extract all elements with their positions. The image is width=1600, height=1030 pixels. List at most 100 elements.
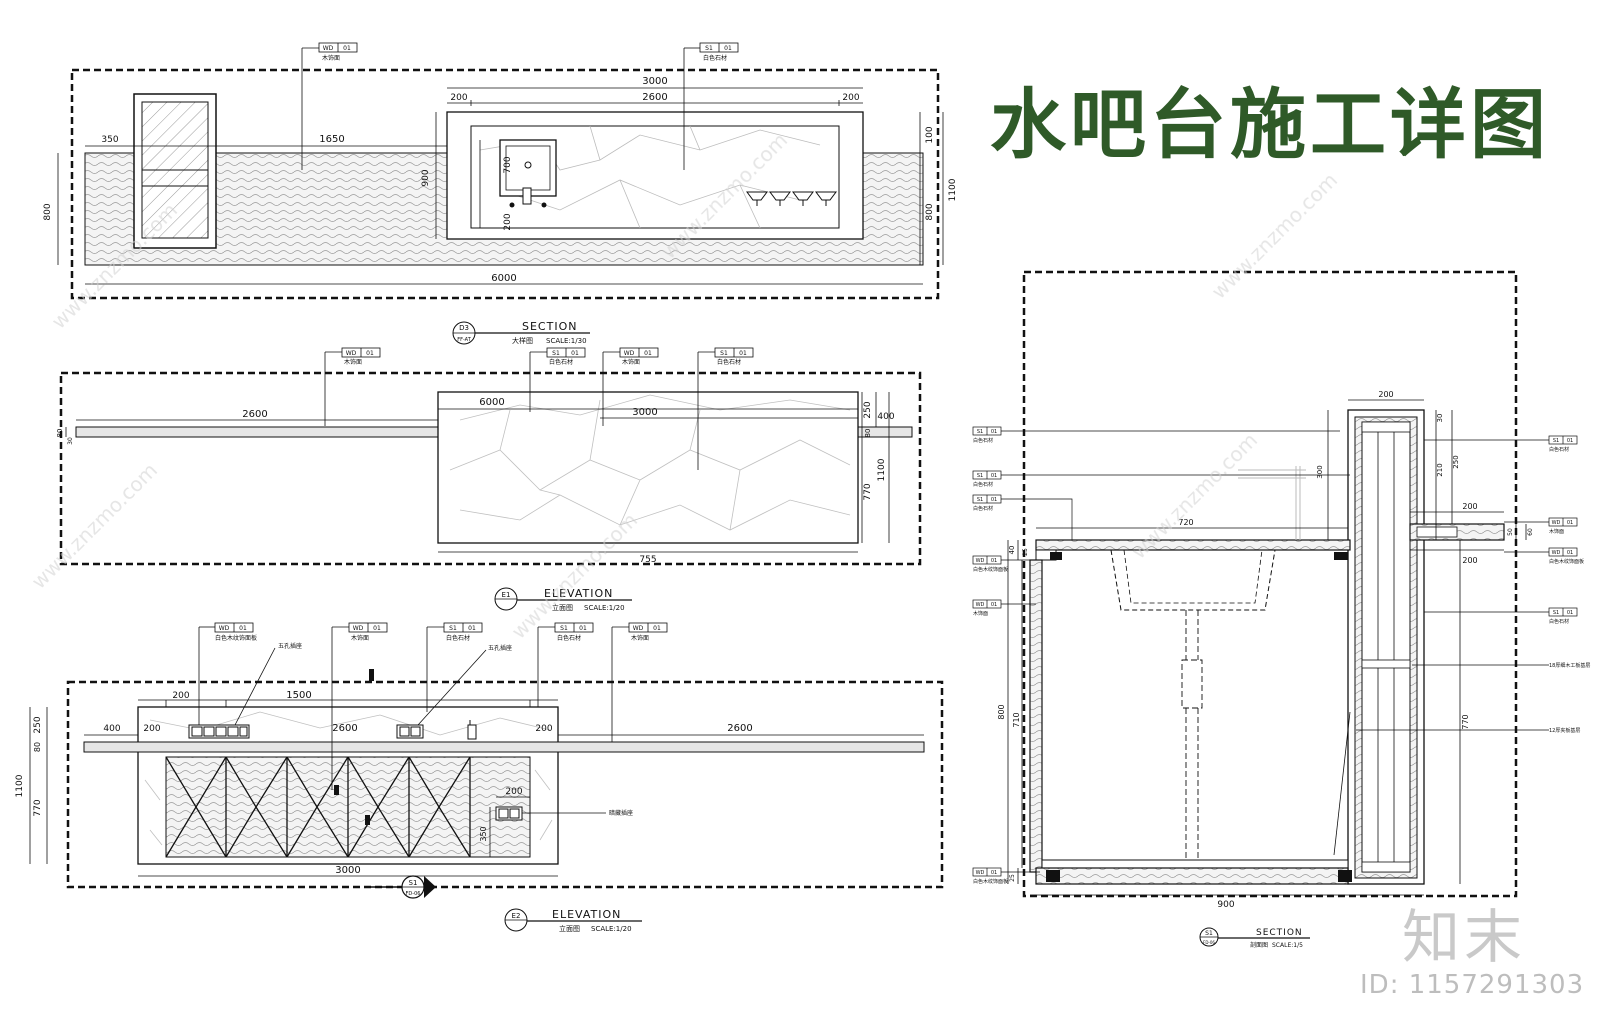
svg-text:WD: WD <box>976 602 985 608</box>
svg-text:白色木纹饰面板: 白色木纹饰面板 <box>973 566 1008 573</box>
svg-text:WD: WD <box>976 870 985 876</box>
svg-text:WD: WD <box>219 625 230 632</box>
svg-text:FD-06: FD-06 <box>1203 940 1215 945</box>
s1-right-callout-3: WD 01 白色木纹饰面板 <box>1504 547 1584 565</box>
s1-faucet <box>1238 466 1306 540</box>
svg-text:WD: WD <box>323 45 334 52</box>
e1-frame <box>59 371 922 566</box>
plan-dim-top-total: 3000 <box>642 76 667 87</box>
svg-text:E1: E1 <box>502 591 511 599</box>
svg-text:01: 01 <box>991 602 997 608</box>
plan-dim-top-left: 200 <box>450 93 467 103</box>
s1-dim-h-710: 710 <box>1012 712 1021 727</box>
e1-dim-h-mid: 80 <box>864 429 872 438</box>
s1-dim-bottom-900: 900 <box>1217 900 1234 910</box>
e2-caption: E2 ELEVATION 立面图 SCALE:1/20 <box>504 908 642 933</box>
plan-callout-1: WD 01 木饰面 <box>301 42 358 170</box>
s1-dim-right-200b: 200 <box>1462 556 1477 565</box>
svg-text:木饰面: 木饰面 <box>973 610 988 617</box>
s1-dim-h-300: 300 <box>1316 465 1324 478</box>
e2-handle-2 <box>365 815 370 825</box>
svg-text:WD: WD <box>1552 550 1561 556</box>
svg-text:01: 01 <box>644 350 652 357</box>
svg-text:WD: WD <box>624 350 635 357</box>
svg-text:www.znzmo.com: www.znzmo.com <box>1207 168 1343 304</box>
svg-text:S1: S1 <box>1205 930 1213 937</box>
svg-text:S1: S1 <box>409 879 418 887</box>
plan-faucet <box>522 187 532 205</box>
svg-text:01: 01 <box>739 350 747 357</box>
svg-text:五孔插座: 五孔插座 <box>278 642 302 650</box>
svg-text:01: 01 <box>724 45 732 52</box>
svg-text:01: 01 <box>991 558 997 564</box>
elevation-e2: 400 200 200 1500 2600 200 2600 250 80 11… <box>15 622 944 933</box>
s1-left-callout-3: S1 01 白色石材 <box>972 494 1073 540</box>
svg-text:01: 01 <box>373 625 381 632</box>
s1-dim-right-200a: 200 <box>1462 502 1477 511</box>
image-id-label: ID: 1157291303 <box>1360 970 1585 1000</box>
s1-left-callout-2: S1 01 白色石材 <box>972 470 1350 488</box>
e2-dim-left-200: 200 <box>143 724 160 734</box>
e2-marble-veins <box>144 711 553 846</box>
plan-dim-right-total: 1100 <box>948 178 958 201</box>
plan-marble-veins <box>479 125 821 229</box>
e1-dim-small-a: 80 <box>56 429 64 438</box>
svg-text:白色石材: 白色石材 <box>557 634 581 642</box>
svg-text:木饰面: 木饰面 <box>322 54 340 62</box>
e1-dim-small-b: 30 <box>67 437 74 445</box>
plan-dim-top-right: 200 <box>842 93 859 103</box>
s1-dimension-lines <box>1007 399 1527 896</box>
e2-dim-h-250: 250 <box>33 716 43 733</box>
s1-right-callout-1: S1 01 白色石材 <box>1424 435 1578 453</box>
e2-dim-top-1500: 1500 <box>286 690 311 701</box>
svg-text:白色木纹饰面板: 白色木纹饰面板 <box>1549 558 1584 565</box>
svg-text:白色石材: 白色石材 <box>1549 618 1569 625</box>
svg-text:白色石材: 白色石材 <box>973 437 993 444</box>
s1-drain-pipe <box>1181 610 1203 858</box>
e2-socket-right <box>495 806 523 821</box>
svg-text:01: 01 <box>1567 520 1573 526</box>
e2-callout-4: S1 01 白色石材 <box>426 622 483 712</box>
s1-dim-top-30: 30 <box>1436 414 1444 423</box>
plan-view: 3000 200 2600 200 350 1650 800 900 700 2… <box>43 42 958 345</box>
svg-text:01: 01 <box>1567 550 1573 556</box>
s1-dim-bottom-25: 25 <box>1009 874 1016 882</box>
svg-text:FD-06: FD-06 <box>406 891 421 897</box>
svg-text:S1: S1 <box>1553 438 1559 444</box>
svg-text:www.znzmo.com: www.znzmo.com <box>27 458 163 594</box>
svg-text:白色石材: 白色石材 <box>973 481 993 488</box>
svg-text:01: 01 <box>1567 438 1573 444</box>
svg-text:木饰面: 木饰面 <box>622 358 640 366</box>
svg-text:D3: D3 <box>459 324 469 332</box>
e2-socket-mid <box>396 724 424 739</box>
svg-text:SCALE:1/5: SCALE:1/5 <box>1272 942 1303 949</box>
svg-text:WD: WD <box>346 350 357 357</box>
svg-text:S1: S1 <box>1553 610 1559 616</box>
s1-left-panel <box>1029 559 1043 873</box>
e1-callout-3: WD 01 木饰面 <box>602 347 659 426</box>
svg-text:01: 01 <box>991 429 997 435</box>
svg-text:SCALE:1/20: SCALE:1/20 <box>584 604 625 612</box>
e2-callout-1: WD 01 白色木纹饰面板 <box>198 622 257 725</box>
svg-text:立面图: 立面图 <box>559 924 580 933</box>
svg-text:01: 01 <box>653 625 661 632</box>
svg-text:01: 01 <box>1567 610 1573 616</box>
e1-callout-1: WD 01 木饰面 <box>324 347 381 426</box>
e1-callout-2: S1 01 白色石材 <box>529 347 586 412</box>
e2-countertop <box>83 741 925 753</box>
e2-callout-2: 五孔插座 <box>234 642 302 726</box>
svg-text:01: 01 <box>366 350 374 357</box>
svg-text:五孔插座: 五孔插座 <box>488 644 512 652</box>
svg-text:01: 01 <box>991 473 997 479</box>
svg-text:白色石材: 白色石材 <box>446 634 470 642</box>
s1-left-callout-1: S1 01 白色石材 <box>972 426 1340 444</box>
svg-text:S1: S1 <box>449 625 457 632</box>
svg-text:白色石材: 白色石材 <box>703 54 727 62</box>
s1-dim-left-25: 25 <box>1022 548 1029 556</box>
e2-dim-mid-2600: 2600 <box>332 723 357 734</box>
s1-dim-h-250: 250 <box>1452 455 1460 468</box>
e1-callout-4: S1 01 白色石材 <box>697 347 754 470</box>
e2-section-marker: S1 FD-06 <box>366 875 436 899</box>
e1-dim-h-body: 770 <box>863 483 873 500</box>
s1-caption: S1 FD-06 SECTION 剖面图 SCALE:1/5 <box>1199 927 1310 949</box>
